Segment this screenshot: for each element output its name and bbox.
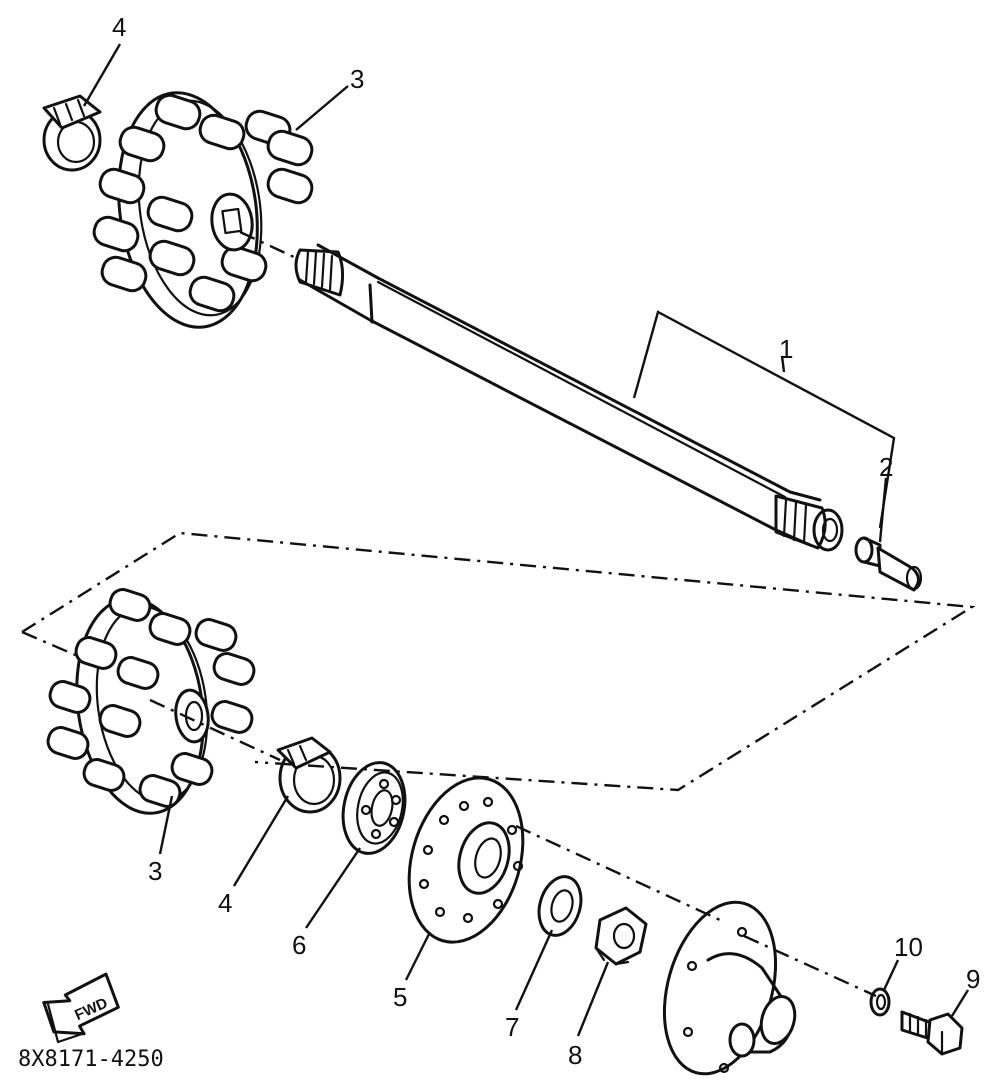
sprocket-lower-teeth bbox=[46, 588, 256, 808]
callout-5: 5 bbox=[393, 982, 407, 1012]
sprocket-upper bbox=[92, 91, 314, 329]
callout-7: 7 bbox=[505, 1012, 519, 1042]
hex-nut bbox=[594, 906, 648, 966]
fwd-arrow-icon: FWD bbox=[42, 972, 120, 1044]
callout-6: 6 bbox=[292, 930, 306, 960]
drive-shaft bbox=[294, 243, 844, 552]
sprocket-lower bbox=[46, 588, 256, 815]
callout-bracket-1 bbox=[632, 310, 896, 529]
callout-3-top: 3 bbox=[350, 64, 364, 94]
lock-washer bbox=[869, 987, 891, 1017]
bearing-housing-plate bbox=[407, 776, 525, 944]
callout-10: 10 bbox=[894, 932, 923, 962]
leader-lines bbox=[82, 43, 970, 1037]
shaft-plug bbox=[854, 536, 923, 592]
callout-numbers: 4 3 1 2 3 4 6 5 7 8 9 10 bbox=[112, 12, 980, 1070]
clamp-lower bbox=[276, 736, 342, 814]
washer bbox=[537, 875, 583, 937]
sprocket-upper-teeth bbox=[92, 93, 314, 313]
bearing bbox=[341, 761, 407, 855]
assembly-dashed-box bbox=[21, 531, 976, 792]
callout-9: 9 bbox=[966, 964, 980, 994]
clamp-upper bbox=[42, 94, 102, 172]
callout-2: 2 bbox=[879, 452, 893, 482]
assembly-center-lines bbox=[149, 230, 877, 998]
hex-bolt bbox=[900, 1010, 964, 1056]
callout-4-top: 4 bbox=[112, 12, 126, 42]
callout-1: 1 bbox=[779, 334, 793, 364]
callout-4-bottom: 4 bbox=[218, 888, 232, 918]
part-code: 8X8171-4250 bbox=[18, 1047, 164, 1072]
callout-8: 8 bbox=[568, 1040, 582, 1070]
callout-3-bottom: 3 bbox=[148, 856, 162, 886]
axle-flange bbox=[662, 900, 797, 1076]
